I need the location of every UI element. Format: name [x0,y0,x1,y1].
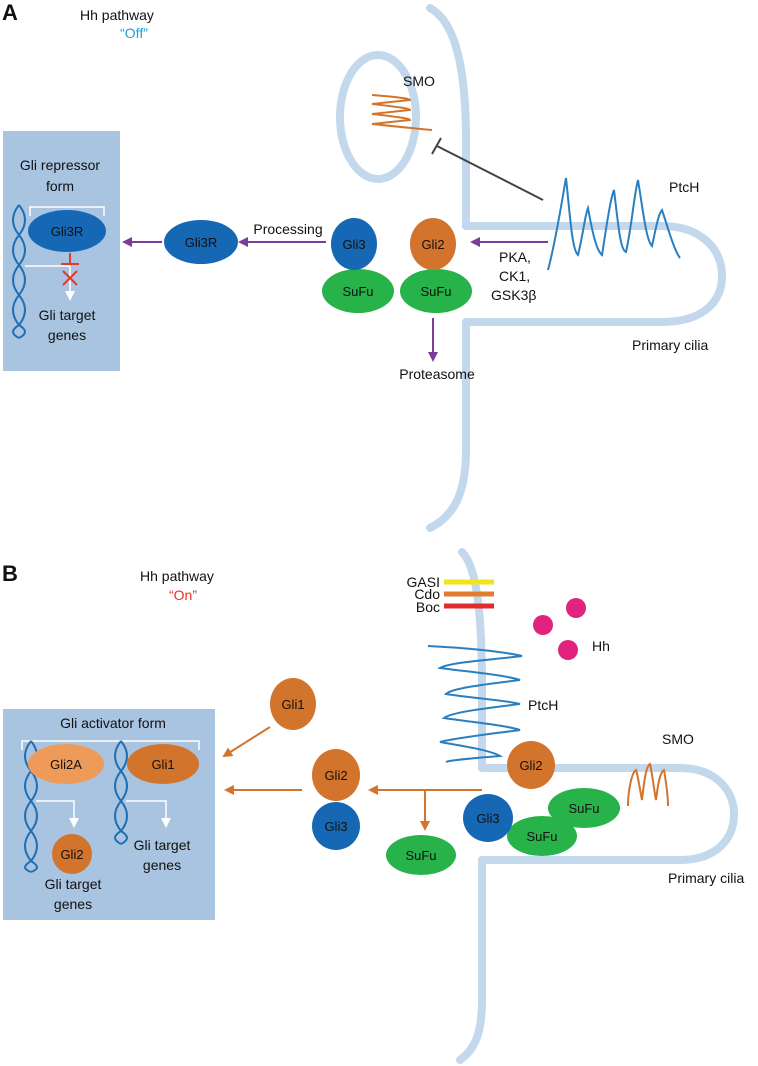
gene-arrow-b-2 [126,800,171,828]
boc-label: Boc [416,599,440,615]
kinase-label-3: GSK3β [491,287,536,303]
smo-receptor-b [627,762,669,807]
sufu-complex-1-label: SuFu [568,801,599,816]
gli2-complex [507,741,555,789]
panel-a-letter: A [2,0,18,25]
gli3r-cytoplasm-label: Gli3R [185,235,218,250]
gli3-a-label: Gli3 [342,237,365,252]
repressor-title-2: form [46,178,74,194]
cdo-label: Cdo [414,586,440,602]
kinase-label-2: CK1, [499,268,530,284]
panel-b-state: “On” [169,587,197,603]
ptch-label-a: PtcH [669,179,699,195]
hh-ligand-2 [566,598,586,618]
cilia-label-b: Primary cilia [668,870,744,886]
gli2-complex-label: Gli2 [519,758,542,773]
cell-membrane-a [426,4,470,532]
bracket-b [21,740,200,750]
gli3r-cytoplasm [164,220,238,264]
primary-cilium-b [478,764,739,864]
gli1-arrow [222,726,271,758]
kinase-label-1: PKA, [499,249,531,265]
smo-label-b: SMO [662,731,694,747]
gli3-a [331,218,377,270]
panel-b: B Hh pathway “On” GASI Cdo Boc Hh PtcH S… [2,548,744,1064]
smo-label-a: SMO [403,73,435,89]
target-genes-b2-1: Gli target [134,837,191,853]
gli2-a-label: Gli2 [421,237,444,252]
gli1-nuclear [127,744,199,784]
panel-b-letter: B [2,561,18,586]
gli2-mid-label: Gli2 [324,768,347,783]
blocked-x-icon [62,270,78,286]
gli2-mid [312,749,360,801]
sufu-a-1-label: SuFu [342,284,373,299]
bracket-a [29,206,105,216]
gli2a-nuclear [28,744,104,784]
gli3r-nuclear-label: Gli3R [51,224,84,239]
ptch-receptor-a [547,177,681,271]
sufu-a-2-label: SuFu [420,284,451,299]
panel-a-state: “Off” [120,25,148,41]
gasi-label: GASI [407,574,440,590]
gli2a-nuclear-label: Gli2A [50,757,82,772]
dna-helix-a [12,204,26,339]
gli1-free-label: Gli1 [281,697,304,712]
target-genes-b1-2: genes [54,896,92,912]
nucleus-activator-box [3,709,215,920]
gli2-nuclear-label: Gli2 [60,847,83,862]
gli3-complex [463,794,513,842]
hh-ligand-1 [533,615,553,635]
proteasome-label: Proteasome [399,366,475,382]
panel-a-title: Hh pathway [80,7,154,23]
gli1-nuclear-label: Gli1 [151,757,174,772]
sufu-a-2 [400,269,472,313]
gli3-mid-label: Gli3 [324,819,347,834]
sufu-a-1 [322,269,394,313]
activator-title: Gli activator form [60,715,166,731]
hh-label: Hh [592,638,610,654]
gene-arrow-b-1 [36,800,79,828]
sufu-complex-2-label: SuFu [526,829,557,844]
sufu-free [386,835,456,875]
vesicle-a [336,51,420,183]
processing-label: Processing [253,221,322,237]
gli1-free [270,678,316,730]
sufu-complex-1 [548,788,620,828]
smo-receptor-a [371,94,433,131]
gli3r-nuclear [28,210,106,252]
hh-ligand-3 [558,640,578,660]
gli3-mid [312,802,360,850]
gli3-complex-label: Gli3 [476,811,499,826]
repressor-title-1: Gli repressor [20,157,100,173]
gli2-a [410,218,456,270]
sufu-free-label: SuFu [405,848,436,863]
panel-b-title: Hh pathway [140,568,214,584]
target-genes-b1-1: Gli target [45,876,102,892]
inhibition-bar [431,137,442,155]
panel-a: A Hh pathway “Off” SMO PtcH Primary cili… [2,0,727,532]
primary-cilium-a [462,222,727,326]
ptch-inhibits-smo-line [436,145,544,201]
sufu-complex-2 [507,816,577,856]
gli2-nuclear [52,834,92,874]
dna-helix-b-2 [114,740,128,845]
target-genes-b2-2: genes [143,857,181,873]
ptch-label-b: PtcH [528,697,558,713]
target-genes-a-1: Gli target [39,307,96,323]
target-genes-a-2: genes [48,327,86,343]
ptch-receptor-b [427,645,523,763]
cilia-label-a: Primary cilia [632,337,708,353]
